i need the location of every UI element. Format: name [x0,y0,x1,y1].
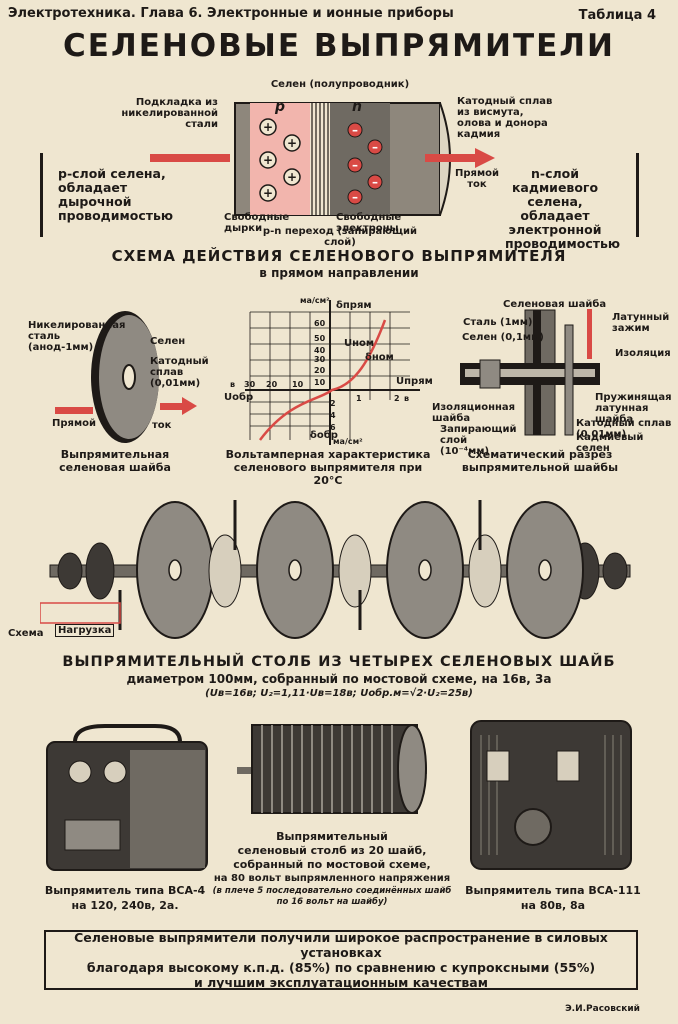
stack-formula: (Uв=16в; U₂=1,11·Uв=18в; Uобр.м=√2·U₂=25… [205,688,473,699]
washer-cathode-label: Катодный сплав (0,01мм) [150,356,209,389]
selen-label: Селен (полупроводник) [270,79,410,90]
cut-caption: Схематический разрез выпрямительной шайб… [461,448,619,474]
blocking-layer-label: Запирающий слой (10⁻⁴мм) [440,424,517,457]
ytick-30: 30 [314,355,326,364]
svg-text:+: + [287,136,297,150]
washer-section [460,309,600,436]
right-bracket [606,153,639,237]
column-caption-5: (в плече 5 последовательно соединённых ш… [212,886,452,896]
selenium-washer [55,311,197,443]
ytick-60: 60 [314,319,326,328]
spring-washer-label: Пружинящая латунная шайба [595,392,672,425]
isolation-label: Изоляция [615,348,671,359]
cut-selen-label: Селен (0,1мм) [462,332,544,343]
cut-steel-label: Сталь (1мм) [463,317,533,328]
cathode-label: Катодный сплав из висмута, олова и донор… [457,96,553,140]
column-caption-6: по 16 вольт на шайбу) [276,897,388,907]
svg-text:+: + [263,153,273,167]
pryamoy-label: Прямой [52,418,96,429]
vsa111-device [470,720,632,870]
xtick-1: 1 [356,394,362,403]
xtick-30: 30 [244,380,256,389]
ytick-b6: 6 [330,423,336,432]
author: Э.И.Расовский [565,1004,640,1014]
svg-text:–: – [352,190,358,204]
svg-text:–: – [372,140,378,154]
x-unit-right: в [404,394,410,403]
svg-text:+: + [263,186,273,200]
cut-washer-label: Селеновая шайба [503,299,607,310]
p-letter: p [274,99,285,115]
note-line-2: благодаря высокому к.п.д. (85%) по сравн… [86,960,596,975]
rectifier-stack [40,500,631,639]
column-caption-1: Выпрямительный [276,830,388,843]
u-obr: Uобр [224,392,254,403]
y-unit-bottom: ма/см² [333,437,363,446]
section-subtitle: в прямом направлении [259,266,419,280]
washer-caption: Выпрямительная селеновая шайба [59,448,171,474]
svg-text:–: – [372,175,378,189]
vsa4-caption-2: на 120, 240в, 2а. [71,899,179,912]
svg-text:–: – [352,123,358,137]
vac-chart [245,300,420,445]
vsa111-caption-2: на 80в, 8а [520,899,586,912]
electrons-label: Свободные электроны [336,212,402,234]
svg-text:–: – [352,158,358,172]
header-left: Электротехника. Глава 6. Электронные и и… [8,6,454,21]
y-unit: ма/см² [300,296,330,305]
column-caption-3: собранный по мостовой схеме, [233,858,431,871]
n-layer-text: n-слой кадмиевого селена, обладает элект… [505,166,621,251]
svg-text:+: + [263,120,273,134]
u-nom: Uном [344,338,375,349]
ytick-10: 10 [314,378,326,387]
column-caption-4: на 80 вольт выпрямленного напряжения [213,873,451,884]
summary-note: Селеновые выпрямители получили широкое р… [44,930,638,990]
delta-obr: δобр [310,430,338,441]
vsa4-device [46,724,208,871]
delta-nom: δном [365,352,394,363]
table-number: Таблица 4 [578,8,656,23]
x-unit-left: в [230,380,236,389]
ytick-b2: 2 [330,399,336,408]
tok-label: ток [152,420,172,431]
brass-clamp-label: Латунный зажим [612,312,670,334]
xtick-10: 10 [292,380,304,389]
stack-title: ВЫПРЯМИТЕЛЬНЫЙ СТОЛБ ИЗ ЧЕТЫРЕХ СЕЛЕНОВЫ… [62,654,616,670]
load-label: Нагрузка [55,624,115,637]
p-layer-text: p-слой селена, обладает дырочной проводи… [58,166,174,223]
ytick-40: 40 [314,346,326,355]
n-letter: n [352,99,362,115]
ytick-20: 20 [314,366,326,375]
note-line-3: и лучшим эксплуатационным качествам [194,975,488,990]
xtick-20: 20 [266,380,278,389]
note-line-1: Селеновые выпрямители получили широкое р… [74,930,608,960]
cadmium-selen-label: Кадмиевый селен [576,432,644,454]
page-title: СЕЛЕНОВЫЕ ВЫПРЯМИТЕЛИ [63,28,615,64]
vsa4-caption-1: Выпрямитель типа ВСА-4 [44,884,206,897]
ytick-b4: 4 [330,411,336,420]
current-arrows [150,148,495,168]
shema-label: Схема [8,628,44,639]
cathode-alloy-label: Катодный сплав (0,01мм) [576,418,672,440]
current-label: Прямой ток [455,168,499,190]
junction-label: p-n переход (запирающий слой) [262,226,418,248]
delta-pryam: δпрям [336,300,372,311]
svg-text:+: + [287,170,297,184]
stack-subtitle: диаметром 100мм, собранный по мостовой с… [126,672,552,686]
ytick-50: 50 [314,334,326,343]
xtick-2: 2 [394,394,400,403]
washer-selen-label: Селен [150,336,186,347]
vac-caption: Вольтамперная характеристика селенового … [225,448,431,487]
selenium-column [237,724,427,814]
holes-label: Свободные дырки [224,212,290,234]
column-caption-2: селеновый столб из 20 шайб, [237,844,427,857]
insulating-washer-label: Изоляционная шайба [432,402,516,424]
left-bracket [40,153,73,237]
underlay-label: Подкладка из никелированной стали [121,97,218,130]
section-title: СХЕМА ДЕЙСТВИЯ СЕЛЕНОВОГО ВЫПРЯМИТЕЛЯ [111,247,567,265]
u-pryam: Uпрям [396,376,433,387]
nickel-label: Никелированная сталь (анод-1мм) [28,320,126,353]
vsa111-caption-1: Выпрямитель типа ВСА-111 [465,884,641,897]
